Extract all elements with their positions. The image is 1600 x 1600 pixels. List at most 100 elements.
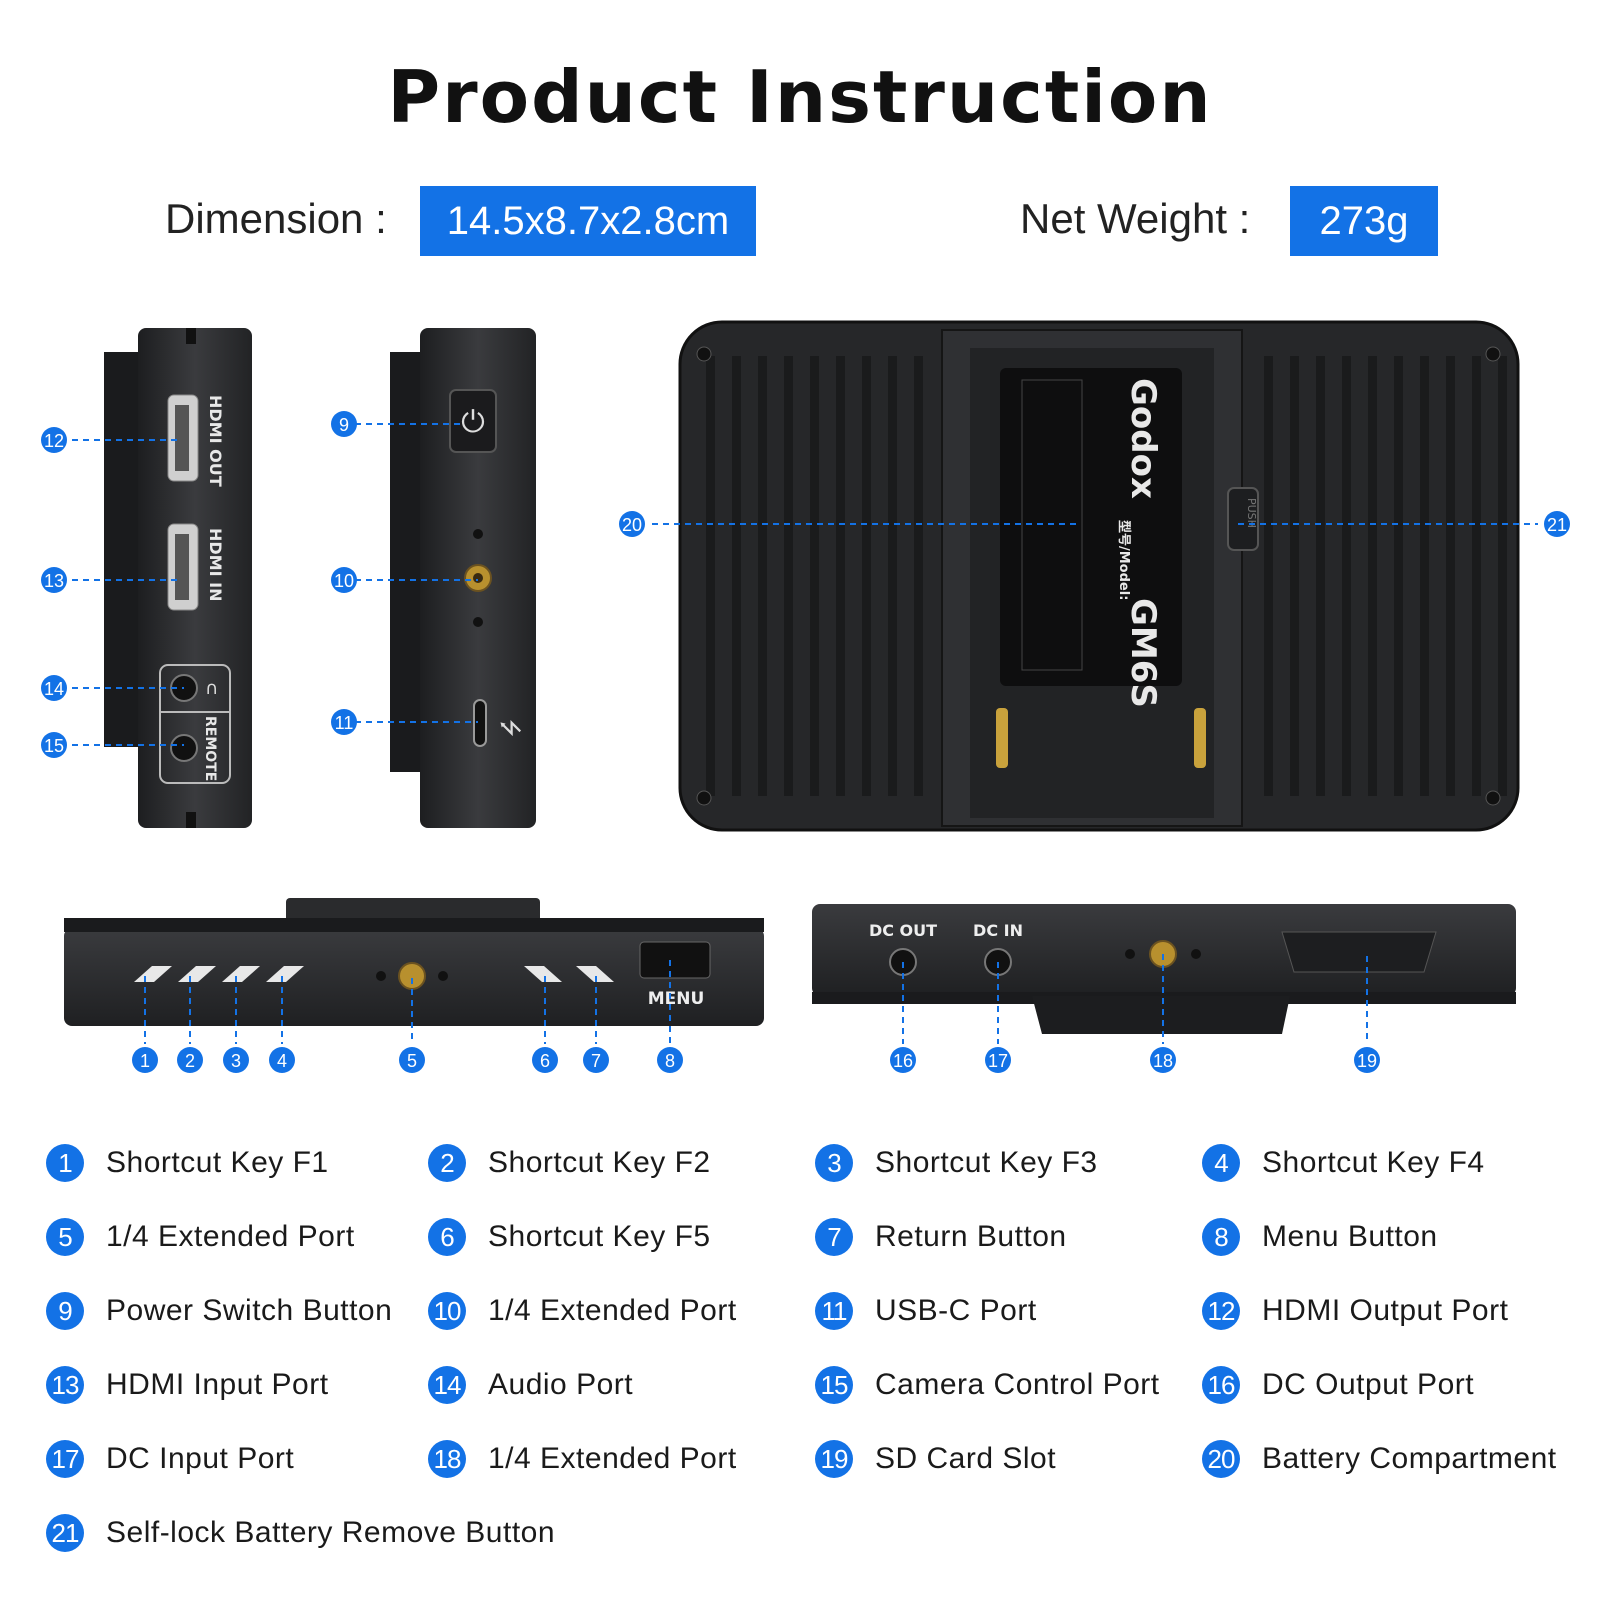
key-f5 [524, 966, 562, 982]
legend-label: HDMI Input Port [106, 1368, 329, 1401]
cooling-rib [1498, 356, 1507, 796]
svg-text:12: 12 [44, 431, 64, 451]
legend-number-badge: 12 [1202, 1292, 1240, 1330]
battery-pin [996, 708, 1008, 768]
callout-13: 13 [41, 567, 67, 593]
legend-label: SD Card Slot [875, 1442, 1057, 1475]
page-title: Product Instruction [387, 55, 1213, 139]
callout-11: 11 [331, 709, 357, 735]
cooling-rib [914, 356, 923, 796]
callout-18: 18 [1150, 1047, 1176, 1073]
svg-text:21: 21 [1547, 515, 1567, 535]
legend-label: 1/4 Extended Port [106, 1220, 355, 1253]
callout-17: 17 [985, 1047, 1011, 1073]
legend-number-badge: 7 [815, 1218, 853, 1256]
legend-label: Shortcut Key F5 [488, 1220, 711, 1253]
cooling-rib [888, 356, 897, 796]
legend-number-badge: 14 [428, 1366, 466, 1404]
legend-label: Shortcut Key F3 [875, 1146, 1098, 1179]
callout-4: 4 [269, 1047, 295, 1073]
legend-label: Shortcut Key F2 [488, 1146, 711, 1179]
svg-text:19: 19 [1357, 1051, 1377, 1071]
cooling-rib [758, 356, 767, 796]
hdmi-out-port-inner [175, 405, 189, 471]
legend-item: 6 Shortcut Key F5 [428, 1215, 711, 1259]
callout-5: 5 [399, 1047, 425, 1073]
cooling-rib [836, 356, 845, 796]
dc-in-text: DC IN [973, 921, 1023, 940]
legend-number-badge: 1 [46, 1144, 84, 1182]
svg-text:14: 14 [44, 679, 64, 699]
callouts: 12 13 14 15 9 10 11 20 21 1 2 3 4 5 6 7 … [41, 411, 1570, 1073]
quarter-inch-port [398, 962, 426, 990]
quarter-inch-port-hole [473, 573, 483, 583]
dimension-label: Dimension : [165, 195, 387, 242]
legend-item: 10 1/4 Extended Port [428, 1289, 737, 1333]
callout-7: 7 [583, 1047, 609, 1073]
usb-icon: ⭍ [497, 719, 522, 737]
legend-label: Shortcut Key F1 [106, 1146, 329, 1179]
remote-jack [170, 734, 198, 762]
svg-text:18: 18 [1153, 1051, 1173, 1071]
svg-text:1: 1 [140, 1051, 150, 1071]
callout-9: 9 [331, 411, 357, 437]
legend-number-badge: 10 [428, 1292, 466, 1330]
cooling-rib [1394, 356, 1403, 796]
menu-text: MENU [648, 989, 705, 1009]
callout-2: 2 [177, 1047, 203, 1073]
screw-dot [1125, 949, 1135, 959]
callout-10: 10 [331, 567, 357, 593]
hdmi-in-port-inner [175, 534, 189, 600]
screw-dot [376, 971, 386, 981]
cooling-rib [810, 356, 819, 796]
side-back-plate [104, 352, 144, 747]
screw [1485, 346, 1501, 362]
legend-label: 1/4 Extended Port [488, 1294, 737, 1327]
leader-lines [72, 423, 1538, 1044]
legend-number-badge: 16 [1202, 1366, 1240, 1404]
shortcut-keys [134, 966, 614, 982]
callout-20: 20 [619, 511, 645, 537]
cooling-rib [1420, 356, 1429, 796]
legend-item: 2 Shortcut Key F2 [428, 1141, 711, 1185]
legend-number-badge: 2 [428, 1144, 466, 1182]
key-f2 [178, 966, 216, 982]
legend-label: 1/4 Extended Port [488, 1442, 737, 1475]
legend-label: Return Button [875, 1220, 1067, 1253]
model-text: GM6S [1123, 598, 1163, 708]
cooling-rib [1342, 356, 1351, 796]
hdmi-out-text: HDMI OUT [206, 395, 225, 487]
side-notch [186, 812, 196, 828]
cooling-rib [706, 356, 715, 796]
legend-number-badge: 8 [1202, 1218, 1240, 1256]
net-weight-value-badge: 273g [1290, 186, 1438, 256]
svg-text:5: 5 [407, 1051, 417, 1071]
legend-number-badge: 19 [815, 1440, 853, 1478]
cooling-rib [732, 356, 741, 796]
callout-1: 1 [132, 1047, 158, 1073]
legend-item: 8 Menu Button [1202, 1215, 1438, 1259]
callout-3: 3 [223, 1047, 249, 1073]
legend-number-badge: 6 [428, 1218, 466, 1256]
legend-number-badge: 5 [46, 1218, 84, 1256]
power-icon: ⏻ [461, 405, 485, 440]
cooling-ribs [706, 356, 1507, 796]
svg-text:7: 7 [591, 1051, 601, 1071]
callout-8: 8 [657, 1047, 683, 1073]
side-notch [186, 328, 196, 344]
key-f3 [222, 966, 260, 982]
net-weight-label: Net Weight : [1020, 195, 1251, 242]
right-side-view: ⏻ ⭍ [390, 328, 536, 828]
screw-dot [473, 529, 483, 539]
legend-item: 5 1/4 Extended Port [46, 1215, 355, 1259]
legend-label: Menu Button [1262, 1220, 1438, 1253]
